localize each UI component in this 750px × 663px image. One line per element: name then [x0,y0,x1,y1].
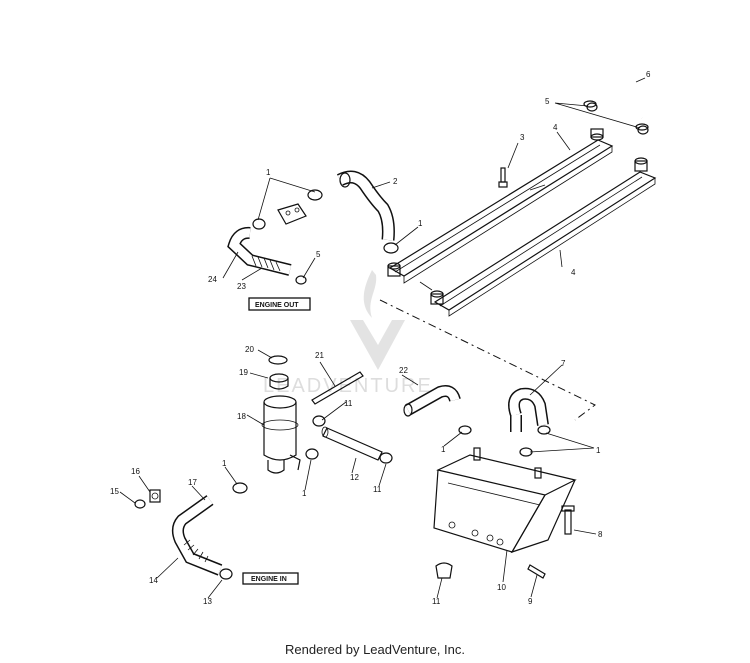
crossover-hose [583,73,649,131]
leader-lines [119,77,646,599]
callout: 8 [598,530,603,539]
callout: 12 [350,473,359,482]
bolt-8 [561,505,575,535]
callout: 2 [393,177,398,186]
clamp-1-lower [252,218,266,230]
clamp-1-left [232,482,248,494]
tube-12 [321,426,383,461]
clamp-5-upper-b [637,125,649,135]
cap-19 [269,373,289,390]
thermostat-fitting [277,203,307,225]
callout: 1 [302,489,307,498]
callout: 19 [239,368,248,377]
reservoir-tank [261,395,301,474]
callout: 16 [131,467,140,476]
callout: 1 [441,445,446,454]
clamp-1-hose22 [458,425,472,435]
callout: 1 [222,459,227,468]
clamp-5-left [295,275,307,285]
callout-labels: 1 2 3 4 4 5 6 1 5 24 23 20 21 19 22 7 18… [110,70,651,606]
callout: 20 [245,345,254,354]
hose-22 [403,385,461,417]
callout: 9 [528,597,533,606]
callout: 21 [315,351,324,360]
clamp-11-tube-end [379,452,393,464]
hose-2 [336,170,395,241]
callout: 4 [553,123,558,132]
callout: 23 [237,282,246,291]
plug-11-bottom [435,562,453,579]
callout: 7 [561,359,566,368]
svg-text:ENGINE OUT: ENGINE OUT [255,302,299,309]
callout: 1 [418,219,423,228]
coolant-tank [433,447,577,554]
washer-15 [134,499,146,509]
clamp-13 [219,568,233,580]
routing-dash-line [379,299,596,421]
callout: 24 [208,275,217,284]
callout: 1 [596,446,601,455]
screw-9 [527,564,546,579]
callout: 11 [432,597,441,606]
svg-text:ENGINE IN: ENGINE IN [251,576,287,583]
clamp-1-mid [383,242,399,254]
clamp-1-tube [305,448,319,460]
fitting-16 [149,489,161,503]
callout: 5 [545,97,550,106]
hose-17-14 [171,495,223,576]
callout: 17 [188,478,197,487]
bolt-3 [498,167,508,188]
callout: 14 [149,576,158,585]
hose-7 [508,387,549,432]
callout: 11 [373,485,382,494]
callout: 10 [497,583,506,592]
clamp-1-hose7a [537,425,551,435]
heat-exchanger-upper [387,128,614,284]
render-credit: Rendered by LeadVenture, Inc. [285,642,465,657]
heat-exchanger-lower [419,157,657,317]
callout: 15 [110,487,119,496]
callout: 11 [344,399,353,408]
engine-out-label: ENGINE OUT [248,297,311,311]
callout: 4 [571,268,576,277]
cap-gasket-20 [268,355,288,365]
clamp-11-tube [312,415,326,427]
vent-tube [311,371,364,405]
engine-in-label: ENGINE IN [242,572,299,585]
callout: 22 [399,366,408,375]
clamp-1-upper [307,189,323,201]
callout: 13 [203,597,212,606]
callout: 3 [520,133,525,142]
callout: 1 [266,168,271,177]
callout: 6 [646,70,651,79]
hose-24-23 [227,226,292,276]
callout: 5 [316,250,321,259]
callout: 18 [237,412,246,421]
clamp-5-upper-a [586,102,598,112]
